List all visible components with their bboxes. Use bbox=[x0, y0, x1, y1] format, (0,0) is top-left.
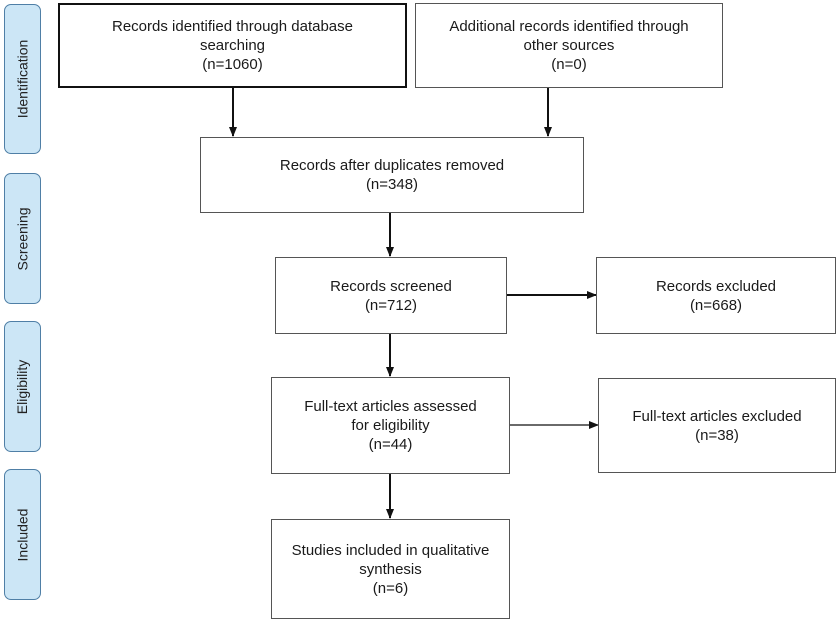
box-other-sources-count: (n=0) bbox=[551, 56, 587, 73]
box-records-excluded: Records excluded (n=668) bbox=[596, 257, 836, 334]
box-records-screened: Records screened (n=712) bbox=[275, 257, 507, 334]
box-fulltext-assessed: Full-text articles assessed for eligibil… bbox=[271, 377, 510, 474]
box-studies-included: Studies included in qualitative synthesi… bbox=[271, 519, 510, 619]
box-excluded-count: (n=668) bbox=[689, 296, 743, 314]
box-screened-line1: Records screened bbox=[330, 277, 452, 295]
box-screened-count: (n=712) bbox=[364, 296, 418, 314]
box-included-line1: Studies included in qualitative bbox=[291, 541, 490, 559]
stage-label-included: Included bbox=[4, 469, 41, 600]
box-duplicates-removed: Records after duplicates removed (n=348) bbox=[200, 137, 584, 213]
stage-label-identification: Identification bbox=[4, 4, 41, 154]
box-database-line1: Records identified through database bbox=[112, 18, 353, 35]
stage-label-screening: Screening bbox=[4, 173, 41, 304]
box-fulltext-count: (n=44) bbox=[368, 436, 413, 453]
box-fulltext-excluded: Full-text articles excluded (n=38) bbox=[598, 378, 836, 473]
box-database-line2: searching bbox=[199, 37, 266, 54]
box-other-sources-line2: other sources bbox=[523, 37, 615, 54]
box-database-count: (n=1060) bbox=[202, 56, 263, 73]
box-other-sources-line1: Additional records identified through bbox=[449, 18, 689, 35]
box-excluded-line1: Records excluded bbox=[655, 277, 777, 295]
box-other-sources: Additional records identified through ot… bbox=[415, 3, 723, 88]
box-fulltext-excluded-line1: Full-text articles excluded bbox=[632, 407, 802, 425]
stage-label-eligibility: Eligibility bbox=[4, 321, 41, 452]
box-included-line2: synthesis bbox=[359, 560, 422, 578]
box-included-count: (n=6) bbox=[372, 579, 409, 597]
box-fulltext-line1: Full-text articles assessed bbox=[304, 398, 477, 415]
box-duplicates-count: (n=348) bbox=[365, 176, 419, 193]
box-duplicates-line1: Records after duplicates removed bbox=[279, 157, 505, 174]
box-database-records: Records identified through database sear… bbox=[58, 3, 407, 88]
box-fulltext-line2: for eligibility bbox=[351, 417, 430, 434]
box-fulltext-excluded-count: (n=38) bbox=[695, 426, 739, 444]
